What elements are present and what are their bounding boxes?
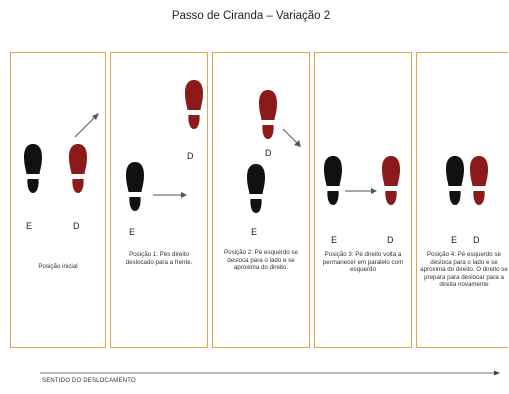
left-foot-label: E — [331, 235, 338, 245]
right-foot-label: D — [187, 151, 194, 161]
left-footprint — [323, 155, 343, 207]
right-footprint — [68, 143, 88, 195]
panel-position-3: E D Posição 3: Pé direito volta a perman… — [314, 52, 412, 348]
right-footprint — [381, 155, 401, 207]
movement-direction-arrow — [40, 370, 500, 376]
left-foot-label: E — [251, 227, 258, 237]
diagonal-arrow — [74, 113, 99, 138]
panel-caption: Posição 4: Pé esquerdo se desloca para o… — [420, 251, 508, 289]
right-foot-label: D — [473, 235, 480, 245]
panel-caption: Posição 2: Pé esquerdo se desloca para o… — [224, 249, 298, 272]
diagonal-arrow — [282, 128, 301, 147]
left-foot-label: E — [129, 227, 136, 237]
left-foot-label: E — [26, 221, 33, 231]
diagram-title: Passo de Ciranda – Variação 2 — [171, 10, 331, 22]
panel-caption: Posição 1: Pés direito deslocado para a … — [125, 251, 193, 266]
left-footprint — [246, 163, 266, 215]
right-foot-label: D — [387, 235, 394, 245]
right-footprint — [258, 89, 278, 141]
left-footprint — [125, 161, 145, 213]
panel-caption: Posição inicial — [38, 263, 78, 270]
right-footprint — [184, 79, 204, 131]
panel-position-1: E D Posição 1: Pés direito deslocado par… — [110, 52, 208, 348]
movement-direction-label: SENTIDO DO DESLOCAMENTO — [42, 378, 136, 384]
left-footprint — [23, 143, 43, 195]
left-foot-label: E — [451, 235, 458, 245]
right-footprint — [469, 155, 489, 207]
right-foot-label: D — [265, 148, 272, 158]
panel-position-4: E D Posição 4: Pé esquerdo se desloca pa… — [416, 52, 508, 348]
right-foot-label: D — [73, 221, 80, 231]
right-arrow — [153, 192, 187, 198]
panel-position-2: E D Posição 2: Pé esquerdo se desloca pa… — [212, 52, 310, 348]
panel-initial-position: E D Posição inicial — [10, 52, 106, 348]
left-footprint — [445, 155, 465, 207]
right-arrow — [345, 188, 377, 194]
panel-caption: Posição 3: Pé direito volta a permanecer… — [322, 251, 404, 274]
